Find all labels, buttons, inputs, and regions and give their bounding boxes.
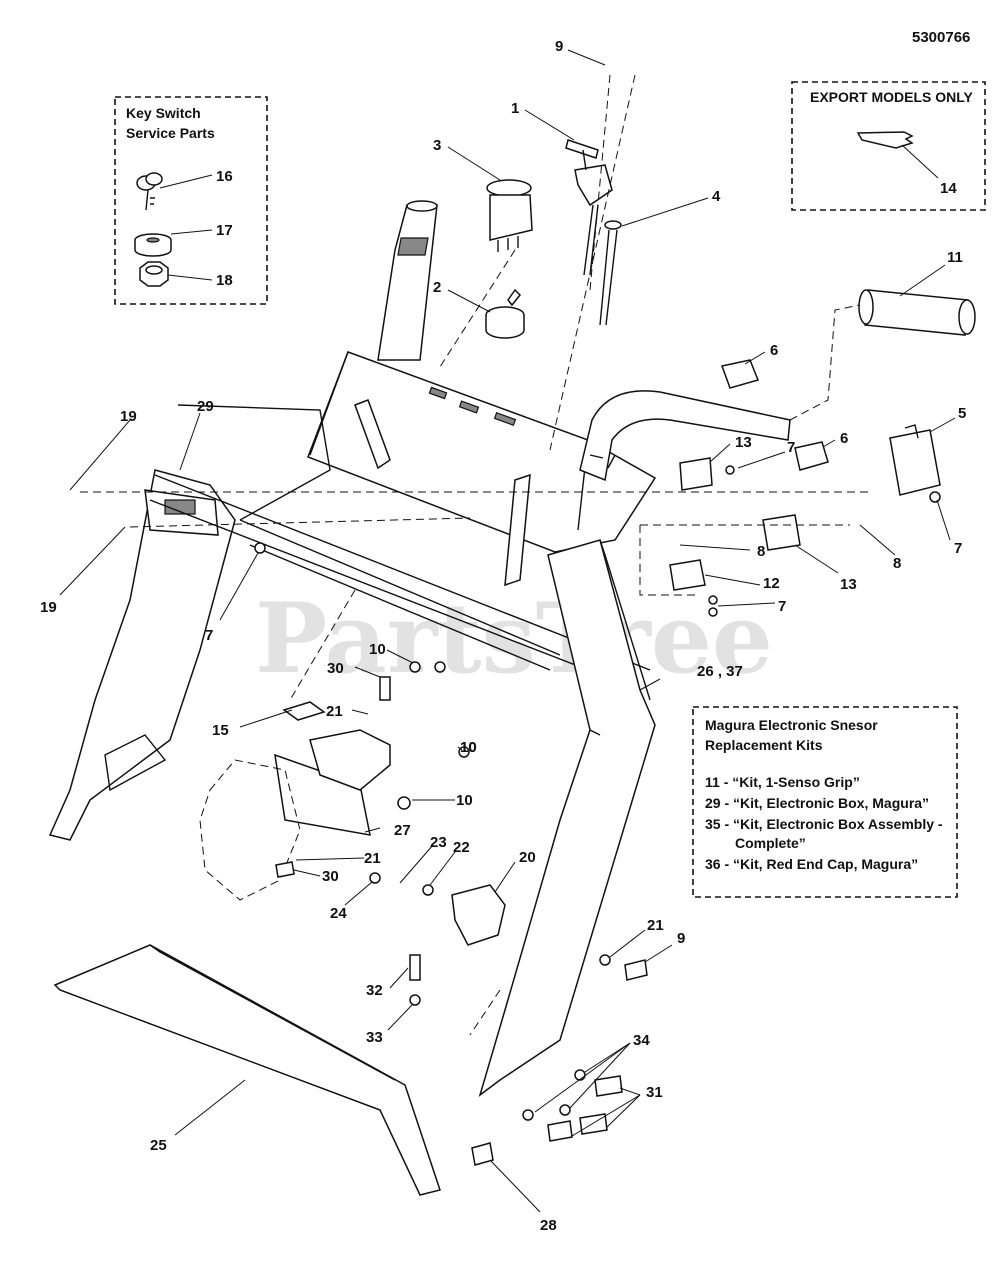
switch-part-3: [486, 179, 533, 252]
callout-30-bottom: 30: [322, 868, 339, 885]
key-switch-part-2: [485, 288, 525, 339]
rod-part-4: [599, 220, 622, 326]
kit-item-3-cont: Complete”: [735, 835, 806, 851]
callout-6-top: 6: [770, 342, 778, 359]
bracket-13b: [762, 514, 801, 551]
callout-24: 24: [330, 905, 347, 922]
callout-2: 2: [433, 279, 441, 296]
callout-22: 22: [453, 839, 470, 856]
leader-lines: [59, 49, 956, 1213]
callout-10-d: 10: [456, 792, 473, 809]
callout-6-mid: 6: [840, 430, 848, 447]
kit-item-4: 36 - “Kit, Red End Cap, Magura”: [705, 856, 918, 872]
callout-5: 5: [958, 405, 966, 422]
callout-33: 33: [366, 1029, 383, 1046]
assembly-drawing: [48, 74, 976, 1196]
callout-3: 3: [433, 137, 441, 154]
callout-19-bottom: 19: [40, 599, 57, 616]
callout-25: 25: [150, 1137, 167, 1154]
document-number: 5300766: [912, 29, 970, 46]
switch-part-20: [451, 884, 506, 946]
export-models-box: EXPORT MODELS ONLY 14: [791, 81, 986, 211]
callout-15: 15: [212, 722, 229, 739]
kits-title-2: Replacement Kits: [705, 737, 823, 753]
callout-20: 20: [519, 849, 536, 866]
callout-7-right: 7: [954, 540, 962, 557]
callout-7-lower: 7: [778, 598, 786, 615]
callout-7-mid: 7: [787, 439, 795, 456]
callout-23: 23: [430, 834, 447, 851]
callout-13-top: 13: [735, 434, 752, 451]
kits-box: Magura Electronic Snesor Replacement Kit…: [692, 706, 958, 898]
key-switch-title-1: Key Switch: [126, 105, 201, 121]
callout-8-right: 8: [893, 555, 901, 572]
key-icon: [136, 172, 163, 211]
grip-part-11: [858, 289, 976, 336]
callout-12: 12: [763, 575, 780, 592]
callout-21-a: 21: [326, 703, 343, 720]
lever-part-1: [565, 139, 613, 207]
callout-18: 18: [216, 272, 233, 289]
kit-item-2: 29 - “Kit, Electronic Box, Magura”: [705, 795, 929, 811]
callout-21-b: 21: [364, 850, 381, 867]
callout-9-top: 9: [555, 38, 563, 55]
callout-30-top: 30: [327, 660, 344, 677]
module-part-5: [889, 429, 941, 496]
relay-part-6b: [794, 441, 829, 471]
cap-icon: [134, 233, 172, 257]
callout-7-left: 7: [205, 627, 213, 644]
kit-item-3: 35 - “Kit, Electronic Box Assembly -: [705, 816, 943, 832]
callout-34: 34: [633, 1032, 650, 1049]
watermark: PartsTree: [255, 582, 773, 695]
callout-32: 32: [366, 982, 383, 999]
callout-1: 1: [511, 100, 519, 117]
callout-27: 27: [394, 822, 411, 839]
callout-4: 4: [712, 188, 721, 205]
callouts: 9 1 3 4 2 11 6 5 13 7 6 7 19 29 19 7 8 1…: [40, 38, 966, 1234]
callout-11: 11: [947, 249, 963, 266]
key-switch-service-parts-box: Key Switch Service Parts 16 17 18: [114, 96, 268, 305]
callout-29: 29: [197, 398, 214, 415]
callout-21-c: 21: [647, 917, 664, 934]
callout-10-a: 10: [369, 641, 386, 658]
bracket-part-14: [856, 131, 914, 149]
key-switch-title-2: Service Parts: [126, 125, 215, 141]
callout-26-37: 26 , 37: [697, 663, 743, 680]
export-title: EXPORT MODELS ONLY: [810, 89, 974, 105]
callout-19-top: 19: [120, 408, 137, 425]
callout-16: 16: [216, 168, 233, 185]
switch-part-12: [669, 559, 706, 591]
callout-13-lower: 13: [840, 576, 857, 593]
callout-28: 28: [540, 1217, 557, 1234]
callout-17: 17: [216, 222, 233, 239]
callout-10-b: 10: [460, 739, 477, 756]
callout-10-c: 10: [460, 739, 477, 756]
kits-title-1: Magura Electronic Snesor: [705, 717, 878, 733]
callout-9-bottom: 9: [677, 930, 685, 947]
nut-icon: [139, 261, 169, 287]
callout-14: 14: [940, 180, 957, 197]
callout-8-left: 8: [757, 543, 765, 560]
kit-item-1: 11 - “Kit, 1-Senso Grip”: [705, 774, 860, 790]
callout-31: 31: [646, 1084, 663, 1101]
bracket-13a: [679, 457, 713, 491]
relay-part-6a: [721, 359, 760, 389]
